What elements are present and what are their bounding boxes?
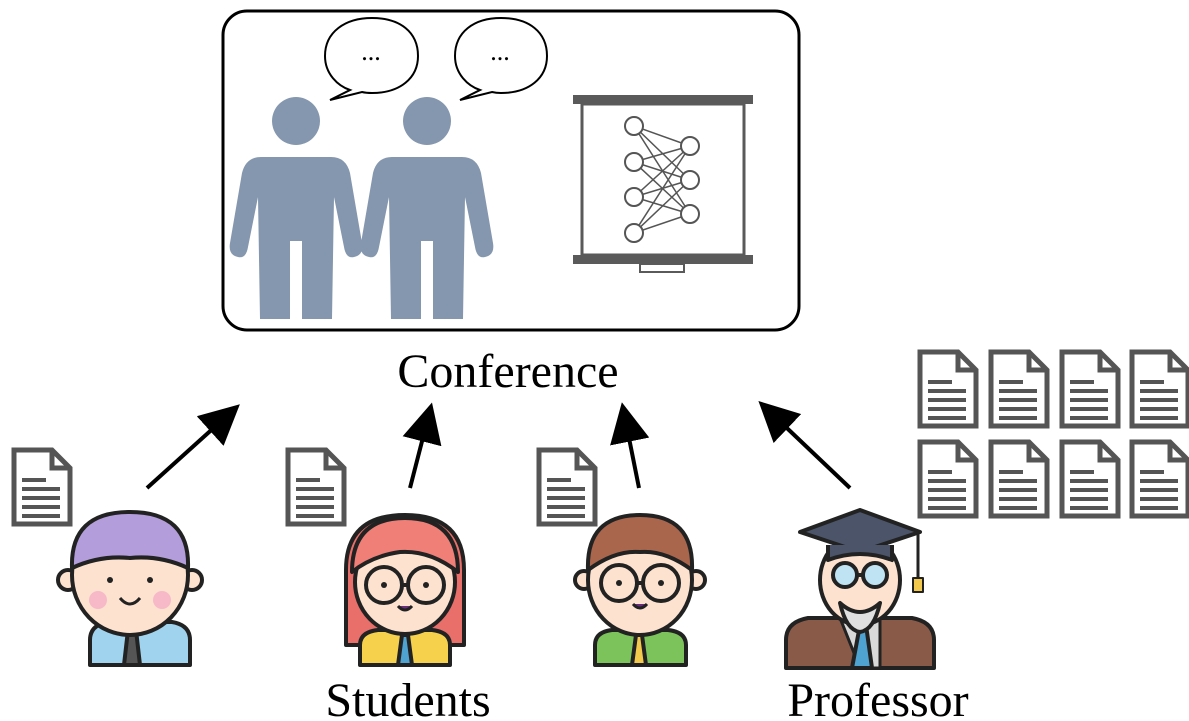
- speech-bubble-text: ...: [361, 37, 381, 66]
- document-icon: [539, 450, 595, 524]
- professor-avatar-icon: [784, 508, 936, 670]
- document-icon: [1132, 442, 1188, 516]
- speech-bubble-text: ...: [490, 37, 510, 66]
- conference-box: ... ...: [221, 9, 801, 332]
- students-label: Students: [325, 674, 490, 721]
- document-icon: [1062, 442, 1118, 516]
- neural-network-board-icon: [573, 95, 753, 273]
- document-icon: [288, 450, 344, 524]
- document-icon: [1062, 352, 1118, 426]
- student-avatar-icon: [56, 510, 204, 667]
- speech-bubble: ...: [323, 16, 420, 101]
- student-avatar-icon: [573, 513, 707, 667]
- conference-label: Conference: [397, 345, 618, 398]
- arrow-student2: [402, 402, 442, 489]
- professor-papers: [920, 352, 1188, 516]
- document-icon: [14, 450, 70, 524]
- arrow-student3: [610, 402, 650, 489]
- document-icon: [991, 442, 1047, 516]
- professor-label: Professor: [787, 674, 968, 721]
- document-icon: [920, 352, 976, 426]
- arrow-student1: [145, 404, 240, 490]
- speech-bubble: ...: [453, 16, 549, 101]
- document-icon: [991, 352, 1047, 426]
- document-icon: [1132, 352, 1188, 426]
- document-icon: [920, 442, 976, 516]
- student-avatar-icon: [344, 513, 466, 667]
- arrow-professor: [758, 400, 852, 490]
- arrows: [145, 400, 852, 490]
